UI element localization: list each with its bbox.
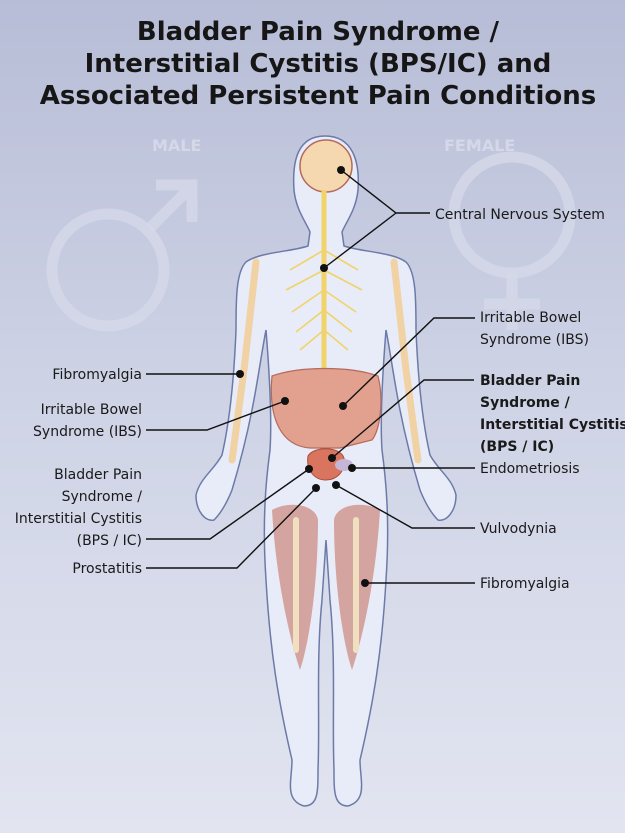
intestines [270,367,382,449]
label-fibromyalgia-left: Fibromyalgia [52,367,142,383]
label-bpsic-right-2: Syndrome / [480,395,571,411]
female-watermark: FEMALE [444,136,515,155]
label-prostatitis: Prostatitis [72,561,142,577]
marker-dots [236,166,369,587]
title-line-3: Associated Persistent Pain Conditions [40,81,597,111]
label-bpsic-right-1: Bladder Pain [480,373,580,389]
label-bpsic-left-3: Interstitial Cystitis [15,511,142,527]
label-bpsic-right-4: (BPS / IC) [480,439,554,455]
nerves [285,249,363,351]
label-bpsic-left-4: (BPS / IC) [77,533,142,549]
female-symbol-icon: FEMALE [444,136,576,330]
label-bpsic-left-1: Bladder Pain [54,467,142,483]
male-symbol-icon: MALE [46,136,201,332]
label-ibs-right-2: Syndrome (IBS) [480,332,589,348]
title-line-1: Bladder Pain Syndrome / [137,17,500,47]
label-bpsic-left-2: Syndrome / [62,489,143,505]
label-ibs-left-1: Irritable Bowel [41,402,142,418]
label-bpsic-right-3: Interstitial Cystitis [480,417,625,433]
label-ibs-right-1: Irritable Bowel [480,310,581,326]
leg-bones [293,517,359,653]
label-endometriosis: Endometriosis [480,461,580,477]
brain [299,139,353,193]
male-watermark: MALE [152,136,201,155]
label-fibromyalgia-right: Fibromyalgia [480,576,570,592]
title-line-2: Interstitial Cystitis (BPS/IC) and [85,49,552,79]
label-ibs-left-2: Syndrome (IBS) [33,424,142,440]
arm-bones [228,258,422,464]
label-central-nervous-system: Central Nervous System [435,207,605,223]
leader-lines [146,169,475,584]
label-vulvodynia: Vulvodynia [480,521,557,537]
